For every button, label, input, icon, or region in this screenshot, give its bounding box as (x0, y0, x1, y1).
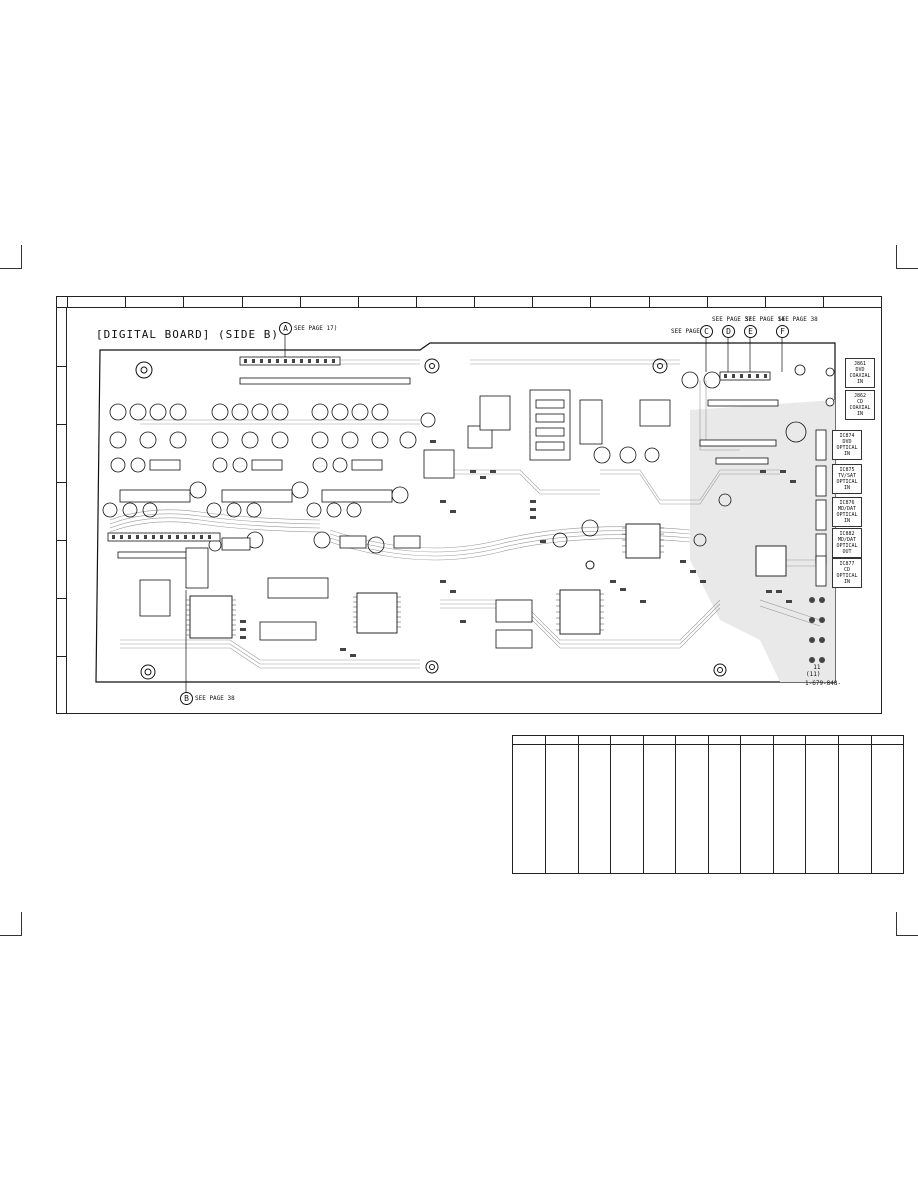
ref-circle-c: C (700, 325, 713, 338)
connector (239, 356, 341, 366)
table-column (643, 736, 644, 873)
jack-cd-optical-in: IC877 CD OPTICAL IN (832, 558, 862, 588)
grid-row (57, 541, 67, 599)
table-column (545, 736, 546, 873)
grid-column (301, 297, 359, 307)
crop-mark (896, 935, 918, 936)
ic-qfp (356, 592, 398, 634)
grid-column (68, 297, 126, 307)
grid-row (57, 307, 67, 367)
ground-pour (690, 400, 835, 682)
ref-note-a: SEE PAGE 17) (294, 325, 338, 332)
table-column (838, 736, 839, 873)
grid-column (591, 297, 650, 307)
jack-mddat-optical-out: IC882 MD/DAT OPTICAL OUT (832, 528, 862, 558)
connector (715, 457, 769, 465)
crop-mark (0, 935, 22, 936)
crop-mark (21, 245, 22, 269)
grid-column (184, 297, 243, 307)
table-column (805, 736, 806, 873)
ic-qfp (559, 589, 601, 635)
board-title: [DIGITAL BOARD] (SIDE B) (96, 328, 279, 341)
crop-mark (21, 912, 22, 936)
ref-note-e: SEE PAGE 14 (745, 316, 785, 323)
ic-qfp (625, 523, 661, 559)
connector (107, 532, 221, 542)
grid-row (57, 657, 67, 713)
grid-column (533, 297, 591, 307)
grid-column (766, 297, 824, 307)
board-number: 1-679-848- (805, 680, 842, 687)
grid-column (475, 297, 533, 307)
jack-dvd-coaxial-in: J861 DVD COAXIAL IN (845, 358, 875, 388)
crop-mark (0, 268, 22, 269)
grid-column (650, 297, 708, 307)
ic-qfp (755, 545, 787, 577)
grid-frame (56, 296, 882, 714)
jack-cd-coaxial-in: J862 CD COAXIAL IN (845, 390, 875, 420)
connector (239, 377, 411, 385)
table-column (773, 736, 774, 873)
jack-dvd-optical-in: IC874 DVD OPTICAL IN (832, 430, 862, 460)
connector (719, 371, 771, 381)
jack-mddat-optical-in: IC876 MD/DAT OPTICAL IN (832, 497, 862, 527)
ref-note-f: SEE PAGE 38 (778, 316, 818, 323)
ref-note-c: SEE PAGE 40 (671, 328, 711, 335)
table-column (578, 736, 579, 873)
grid-column (57, 297, 68, 307)
ref-note-b: SEE PAGE 38 (195, 695, 235, 702)
table-column (675, 736, 676, 873)
board-outline (95, 342, 836, 683)
grid-column (359, 297, 417, 307)
table-column (708, 736, 709, 873)
board-suffix: 11 (11) (806, 664, 821, 678)
ref-circle-d: D (722, 325, 735, 338)
ref-circle-e: E (744, 325, 757, 338)
connector (707, 399, 779, 407)
table-column (871, 736, 872, 873)
ref-circle-a: A (279, 322, 292, 335)
table-column (740, 736, 741, 873)
crop-mark (896, 245, 897, 269)
jack-tvsat-optical-in: IC875 TV/SAT OPTICAL IN (832, 464, 862, 494)
grid-row (57, 483, 67, 541)
grid-column (417, 297, 475, 307)
grid-row (57, 599, 67, 657)
crop-mark (896, 912, 897, 936)
crop-mark (896, 268, 918, 269)
ref-note-d: SEE PAGE 37 (712, 316, 752, 323)
ic-qfp (189, 595, 233, 639)
ref-circle-b: B (180, 692, 193, 705)
grid-row (57, 367, 67, 425)
table-column (610, 736, 611, 873)
grid-row (57, 425, 67, 483)
parts-location-table (512, 735, 904, 874)
ref-circle-f: F (776, 325, 789, 338)
grid-column (243, 297, 301, 307)
connector (699, 439, 777, 447)
grid-column (126, 297, 184, 307)
grid-column (708, 297, 766, 307)
